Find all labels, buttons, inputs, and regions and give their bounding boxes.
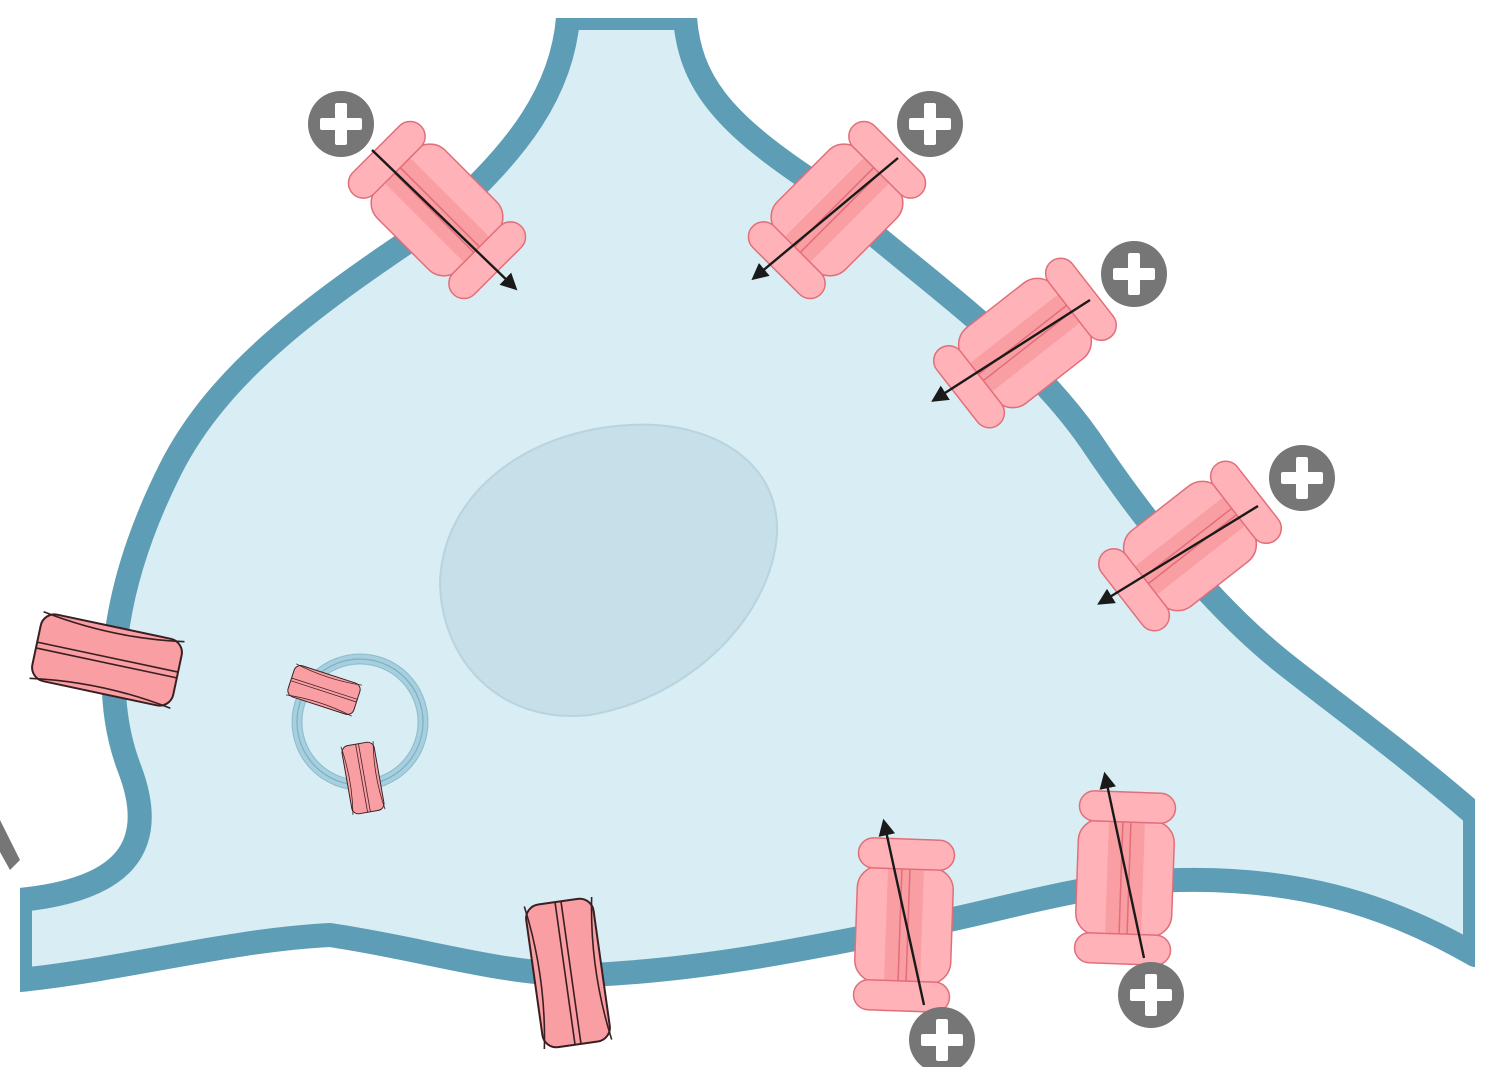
ion-flow-arrow-icon [931,298,1091,402]
ion-channel-icon [852,836,956,1014]
open-ion-channel-5 [852,836,956,1014]
open-ion-channel-6 [1073,789,1177,967]
plus-ion-icon [1118,962,1184,1028]
plus-ion-icon [308,91,374,157]
ion-flow-arrow-icon [371,149,518,291]
ion-flow-arrow-icon [1097,504,1259,605]
nucleus [438,423,778,717]
ion-flow-arrow-icon [878,818,926,1006]
plus-ion-icon [897,91,963,157]
partial-offscreen-shape [0,820,20,870]
plus-ion-icon [1269,445,1335,511]
ion-flow-arrows [371,149,1259,1006]
ion-flow-arrow-icon [1099,771,1146,959]
plus-ion-icon [1101,241,1167,307]
plus-ion-icon [909,1007,975,1067]
positive-ions [308,91,1335,1067]
ion-channel-icon [1073,789,1177,967]
ion-flow-arrow-icon [751,157,899,281]
